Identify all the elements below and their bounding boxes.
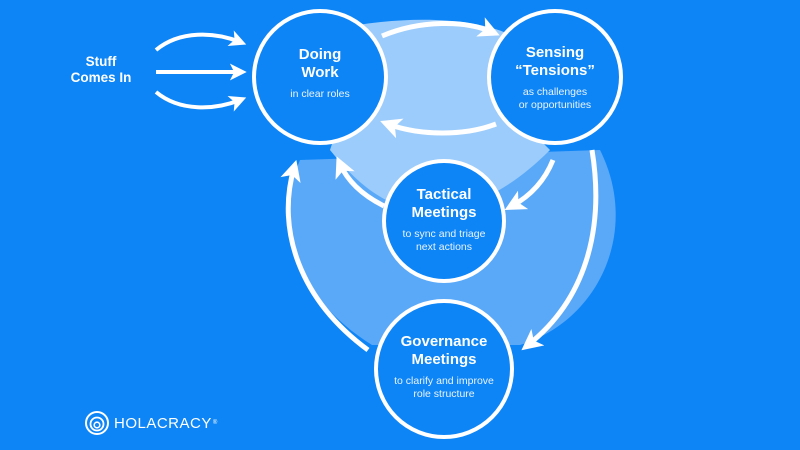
sensing-text: Sensing “Tensions” as challenges or oppo…	[490, 44, 620, 112]
tactical-circle	[382, 159, 506, 283]
sensing-title: Sensing “Tensions”	[515, 44, 595, 79]
holacracy-logo-text: HOLACRACY	[114, 414, 212, 432]
holacracy-logo: HOLACRACY ®	[84, 410, 217, 436]
sensing-circle	[487, 9, 623, 145]
arrow-sensing-to-governance	[521, 149, 599, 351]
governance-text: Governance Meetings to clarify and impro…	[376, 333, 512, 401]
sensing-subtitle: as challenges or opportunities	[518, 86, 592, 111]
stuff-comes-in-label: Stuff Comes In	[70, 54, 132, 85]
arrow-sensing-to-doing	[380, 118, 497, 139]
governance-circle	[374, 299, 514, 439]
arrow-governance-to-doing	[280, 159, 370, 353]
governance-subtitle: to clarify and improve role structure	[394, 375, 494, 400]
tactical-subtitle: to sync and triage next actions	[402, 228, 486, 253]
doing-work-circle	[252, 9, 388, 145]
doing-work-text: Doing Work in clear roles	[260, 46, 380, 101]
doing-work-title: Doing Work	[298, 46, 342, 81]
input-arrow-bottom	[154, 90, 247, 112]
arrow-doing-to-sensing	[381, 17, 500, 39]
arrow-sensing-to-tactical	[504, 159, 556, 211]
tactical-text: Tactical Meetings to sync and triage nex…	[384, 186, 504, 254]
doing-work-subtitle: in clear roles	[290, 88, 350, 100]
governance-title: Governance Meetings	[400, 333, 488, 368]
registered-mark: ®	[212, 420, 218, 426]
arrow-tactical-to-doing	[335, 156, 386, 209]
input-arrow-top	[154, 30, 247, 52]
holacracy-logo-icon	[85, 411, 109, 435]
tactical-title: Tactical Meetings	[411, 186, 477, 221]
